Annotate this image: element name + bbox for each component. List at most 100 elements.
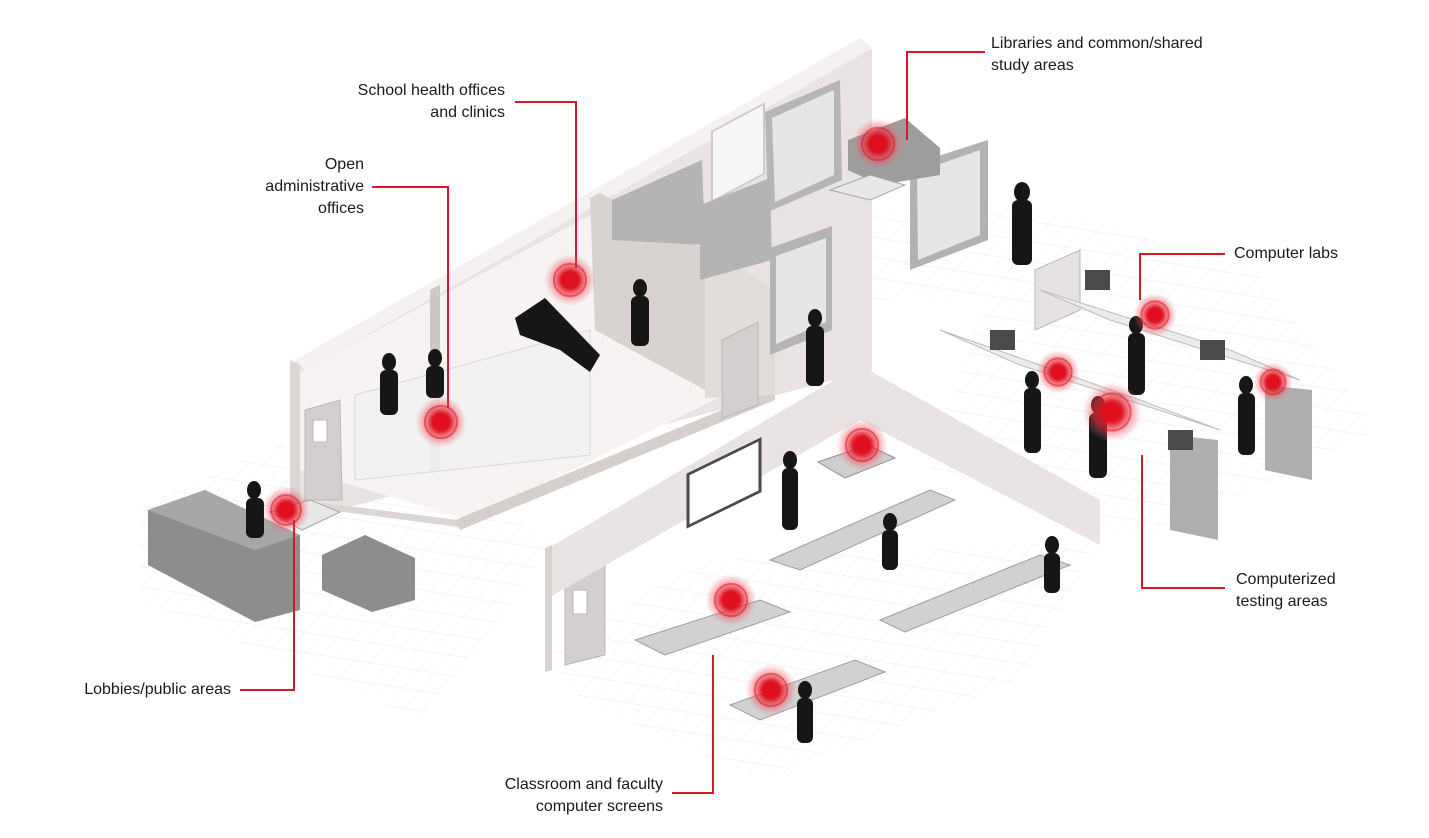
person bbox=[1239, 376, 1253, 394]
person bbox=[247, 481, 261, 499]
lab-monitor-2 bbox=[990, 330, 1015, 350]
shelf-mid-1 bbox=[612, 160, 705, 245]
hotspot-ring bbox=[423, 404, 459, 440]
hotspot-core bbox=[1102, 402, 1122, 422]
classroom-back-wall bbox=[545, 365, 1100, 600]
hotspot-ring bbox=[1043, 357, 1073, 387]
callout-labs-line1: Computer labs bbox=[1234, 245, 1339, 262]
hotspot-core bbox=[869, 135, 887, 153]
leader-libraries bbox=[906, 51, 985, 140]
callout-testing: Computerized testing areas bbox=[1236, 569, 1336, 613]
person bbox=[1024, 388, 1041, 453]
person bbox=[1238, 393, 1255, 455]
shelf-mid-2 bbox=[700, 178, 772, 280]
classroom-left-wall bbox=[545, 545, 552, 672]
library-table bbox=[828, 174, 907, 201]
person bbox=[882, 530, 898, 570]
leader-labs bbox=[1139, 253, 1225, 300]
hotspots bbox=[262, 118, 1293, 716]
person bbox=[806, 326, 824, 386]
callout-health: School health offices and clinics bbox=[358, 80, 505, 124]
person bbox=[246, 498, 264, 538]
person bbox=[1045, 536, 1059, 554]
shelf-right-face bbox=[917, 150, 980, 260]
callout-libraries-line2: study areas bbox=[991, 57, 1074, 74]
hotspot-labs-1 bbox=[1133, 293, 1177, 337]
leader-testing bbox=[1141, 455, 1225, 589]
callout-admin: Open administrative offices bbox=[265, 154, 364, 220]
person bbox=[428, 349, 442, 367]
person bbox=[382, 353, 396, 371]
person bbox=[1014, 182, 1030, 202]
glass-wall bbox=[354, 329, 591, 481]
person bbox=[1025, 371, 1039, 389]
computer-lab bbox=[939, 249, 1312, 540]
hotspot-core bbox=[278, 502, 294, 518]
health-door bbox=[721, 321, 759, 419]
callout-testing-line2: testing areas bbox=[1236, 593, 1328, 610]
hotspot-core bbox=[762, 681, 780, 699]
hotspot-core bbox=[853, 436, 871, 454]
callout-libraries-line1: Libraries and common/shared bbox=[991, 35, 1203, 52]
leader-classroom bbox=[672, 655, 714, 794]
person bbox=[1044, 553, 1060, 593]
hotspot-classroom-1 bbox=[836, 419, 888, 471]
hotspot-core bbox=[561, 271, 579, 289]
hotspot-ring bbox=[844, 427, 880, 463]
lab-divider-1 bbox=[1265, 385, 1312, 480]
hotspot-ring bbox=[1259, 368, 1287, 396]
hotspot-classroom-2 bbox=[705, 574, 757, 626]
person bbox=[783, 451, 797, 469]
shelf-tall-face bbox=[772, 90, 834, 202]
hotspot-ring bbox=[713, 582, 749, 618]
lobby-armchair bbox=[322, 535, 415, 612]
admin-door bbox=[304, 399, 343, 501]
person bbox=[797, 698, 813, 743]
person bbox=[798, 681, 812, 699]
hotspot-classroom-3 bbox=[745, 664, 797, 716]
callout-admin-line3: offices bbox=[318, 200, 364, 217]
hotspot-ring bbox=[753, 672, 789, 708]
person bbox=[808, 309, 822, 327]
admin-door-window bbox=[312, 419, 328, 443]
callout-classroom: Classroom and faculty computer screens bbox=[505, 774, 663, 818]
hotspot-ring bbox=[860, 126, 896, 162]
hotspot-ring bbox=[552, 262, 588, 298]
doors bbox=[304, 321, 759, 666]
whiteboard bbox=[686, 437, 762, 529]
lab-divider-2 bbox=[1170, 435, 1218, 540]
hotspot-core bbox=[1050, 364, 1066, 380]
leader-lobbies bbox=[240, 520, 295, 691]
person bbox=[1128, 333, 1145, 395]
hotspot-labs-2 bbox=[1036, 350, 1080, 394]
person bbox=[426, 366, 444, 398]
hotspot-testing bbox=[1082, 382, 1142, 442]
callout-testing-line1: Computerized bbox=[1236, 571, 1336, 588]
person bbox=[1012, 200, 1032, 265]
person bbox=[380, 370, 398, 415]
hotspot-ring bbox=[270, 494, 302, 526]
callout-lobbies: Lobbies/public areas bbox=[84, 679, 231, 701]
lab-monitor-1 bbox=[1085, 270, 1110, 290]
leader-health bbox=[515, 101, 577, 268]
hotspot-admin bbox=[415, 396, 467, 448]
hotspot-health bbox=[544, 254, 596, 306]
lab-monitor-3 bbox=[1200, 340, 1225, 360]
hotspot-core bbox=[722, 591, 740, 609]
callout-classroom-line2: computer screens bbox=[535, 798, 663, 815]
person bbox=[782, 468, 798, 530]
hotspot-core bbox=[1147, 307, 1163, 323]
classroom-door-window bbox=[572, 589, 588, 615]
desk-row-2 bbox=[878, 554, 1072, 633]
callout-labs: Computer labs bbox=[1234, 243, 1338, 265]
front-wall bbox=[455, 388, 775, 530]
callout-lobbies-line1: Lobbies/public areas bbox=[84, 681, 231, 698]
hotspot-core bbox=[1266, 375, 1280, 389]
hotspot-labs-3 bbox=[1253, 362, 1293, 402]
callout-health-line2: and clinics bbox=[430, 104, 505, 121]
leader-lines bbox=[240, 51, 1225, 794]
window bbox=[711, 102, 765, 203]
hotspot-ring bbox=[1140, 300, 1170, 330]
person bbox=[631, 296, 649, 346]
